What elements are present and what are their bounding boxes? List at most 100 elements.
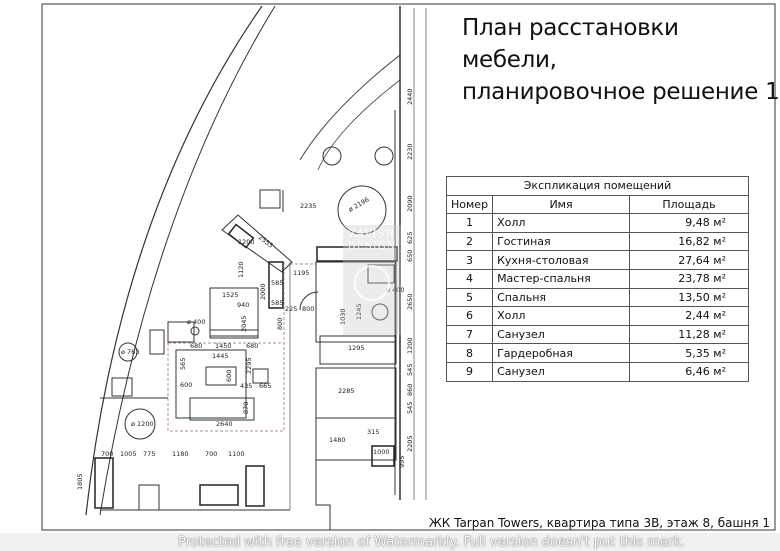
header-name: Имя (492, 194, 630, 215)
dim-label: 1525 (222, 291, 239, 299)
dim-label: 700 (205, 450, 217, 458)
row-name: Санузел (492, 324, 630, 345)
row-name: Гардеробная (492, 343, 630, 363)
watermark-text: Protected with free version of Watermark… (178, 535, 685, 550)
dim-label: 995 (398, 456, 406, 468)
watermark-logo: ZAVISH DESIGN (343, 225, 401, 335)
dim-label: ø 1200 (131, 420, 154, 428)
dim-label: 2440 (406, 88, 414, 105)
row-area: 27,64 м² (629, 250, 749, 270)
row-number: 2 (445, 231, 494, 252)
dim-label: 1200 (238, 238, 255, 246)
dim-label: 2000 (259, 283, 267, 300)
bottom-strip (0, 533, 780, 551)
dim-label: 1450 (215, 342, 232, 350)
dim-label: 225 (285, 305, 297, 313)
dim-label: 940 (237, 301, 249, 309)
dim-label: 1030 (339, 308, 347, 325)
dim-label: 625 (406, 232, 414, 244)
title-line-2: планировочное решение 1 (462, 79, 780, 105)
dim-label: 2640 (216, 420, 233, 428)
row-number: 8 (445, 343, 494, 363)
dim-label: 1195 (293, 269, 310, 277)
row-number: 4 (445, 268, 494, 289)
dim-label: 860 (406, 384, 414, 396)
row-area: 9,48 м² (629, 213, 749, 233)
dim-label: 2650 (406, 293, 414, 310)
dim-label: 2235 (300, 202, 317, 210)
row-name: Спальня (492, 287, 630, 308)
dim-label: 800 (276, 318, 284, 330)
row-area: 23,78 м² (629, 268, 749, 289)
row-name: Гостиная (492, 231, 630, 252)
row-number: 5 (445, 287, 494, 308)
dim-label: 435 (240, 382, 252, 390)
row-name: Мастер-спальня (492, 268, 630, 289)
round-table-balcony (337, 185, 387, 235)
row-number: 3 (445, 250, 494, 270)
project-caption: ЖК Tarpan Towers, квартира типа 3В, этаж… (428, 516, 770, 530)
sheet-frame (41, 3, 776, 531)
dim-label: 2205 (406, 435, 414, 452)
row-number: 1 (445, 213, 494, 233)
header-area: Площадь (629, 194, 749, 215)
row-area: 16,82 м² (629, 231, 749, 252)
dim-label: 1480 (329, 436, 346, 444)
dining-table (124, 408, 156, 440)
dimension-labels: 2235 ø 2196 2555 1200 1120 1195 1525 940… (76, 88, 414, 490)
dim-label: 1005 (120, 450, 137, 458)
dim-label: 1180 (172, 450, 189, 458)
dim-label: 680 (190, 342, 202, 350)
row-number: 6 (445, 306, 494, 326)
dim-label: 585 (271, 279, 283, 287)
row-area: 6,46 м² (629, 361, 749, 382)
row-name: Холл (492, 306, 630, 326)
dim-label: 1120 (237, 261, 245, 278)
dim-label: 700 (101, 450, 113, 458)
dim-label: 775 (143, 450, 155, 458)
row-name: Санузел (492, 361, 630, 382)
balcony-curve (299, 54, 401, 161)
dim-label: 545 (406, 364, 414, 376)
dim-label: 1295 (348, 344, 365, 352)
dim-label: 1445 (212, 352, 229, 360)
inner-curved-wall (99, 5, 276, 516)
dim-label: 665 (259, 382, 271, 390)
dim-label: ø 763 (121, 348, 139, 356)
dim-label: 680 (246, 342, 258, 350)
page-title: План расстановки мебели, планировочное р… (462, 12, 780, 108)
row-area: 13,50 м² (629, 287, 749, 308)
dim-label: 870 (242, 402, 250, 414)
dim-label: 1000 (373, 448, 390, 456)
row-number: 7 (445, 324, 494, 345)
dim-label: 1100 (228, 450, 245, 458)
outer-curved-wall (85, 5, 263, 516)
dim-label: 2090 (406, 195, 414, 212)
watermark-logo-ring (354, 265, 390, 301)
row-area: 11,28 м² (629, 324, 749, 345)
dim-label: 1805 (76, 473, 84, 490)
dim-label: 1245 (355, 303, 363, 320)
dim-label: 600 (180, 381, 192, 389)
dim-label: 800 (302, 305, 314, 313)
title-line-1: План расстановки мебели, (462, 15, 679, 73)
dim-label: ø 400 (386, 286, 404, 294)
dim-label: 2285 (338, 387, 355, 395)
header-number: Номер (445, 194, 494, 215)
dim-label: 1200 (406, 337, 414, 354)
dim-label: ø 400 (187, 318, 205, 326)
dim-label: 315 (367, 428, 379, 436)
row-area: 5,35 м² (629, 343, 749, 363)
dim-label: ø 2196 (347, 196, 371, 214)
dim-label: 2295 (245, 357, 253, 374)
row-name: Кухня-столовая (492, 250, 630, 270)
